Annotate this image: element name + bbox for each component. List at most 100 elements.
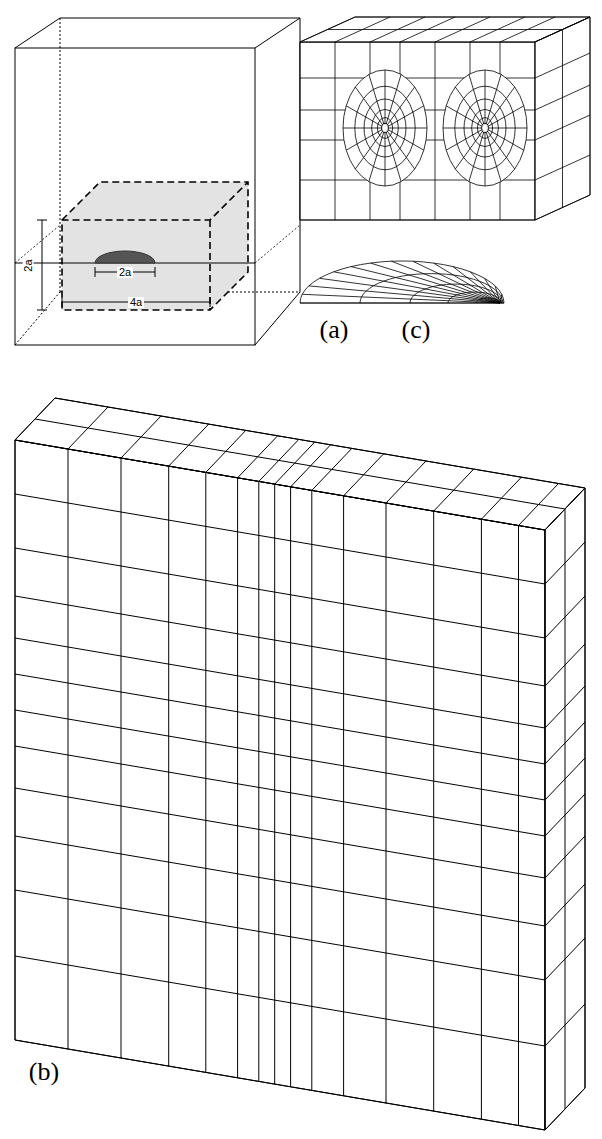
hidden-edge: [15, 292, 60, 345]
mesh-line: [15, 440, 16, 1040]
crack-surface-spoke: [413, 261, 500, 303]
mesh-line: [433, 511, 434, 1111]
refinement-spoke: [488, 128, 527, 129]
mesh-line: [55, 398, 585, 488]
mesh-line: [258, 481, 259, 1081]
mesh-line: [311, 490, 312, 1090]
mesh-line: [290, 487, 291, 1087]
semi-elliptical-crack: [95, 251, 155, 263]
dimension-tick: [155, 267, 156, 277]
dimension-line: [42, 220, 43, 310]
mesh-line: [205, 472, 206, 1072]
submesh-front-face: [300, 42, 535, 220]
crack-surface-spoke: [300, 303, 500, 304]
mesh-line: [300, 42, 301, 220]
mesh-line: [15, 890, 545, 980]
crack-surface-spoke: [470, 272, 500, 303]
refinement-spoke: [385, 132, 386, 186]
refinement-spoke: [485, 132, 486, 186]
crack-surface-spoke: [495, 286, 500, 303]
crack-front-refinement: [343, 70, 427, 186]
dimension-tick: [95, 267, 96, 277]
dimension-label: 4a: [128, 297, 144, 308]
mesh-line: [15, 836, 545, 926]
crack-surface-mesh: [300, 261, 504, 303]
dimension-tick: [37, 220, 47, 221]
refinement-spoke: [485, 70, 486, 124]
mesh-line: [535, 42, 536, 220]
crack-model-sketch: [15, 18, 300, 345]
refinement-spoke: [486, 132, 501, 182]
crack-surface-spoke: [500, 303, 504, 304]
mesh-line: [300, 220, 535, 221]
mesh-line: [335, 42, 336, 220]
global-coarse-mesh: [15, 398, 585, 1130]
dimension-label: 2a: [23, 257, 34, 273]
refinement-spoke: [487, 87, 515, 125]
refinement-spoke: [469, 74, 484, 124]
refinement-spoke: [388, 128, 427, 129]
submodel-outline: [62, 182, 248, 310]
refinement-spoke: [386, 132, 401, 182]
crack-surface-spoke: [334, 272, 500, 303]
crack-surface-spoke: [391, 261, 500, 303]
mesh-line: [545, 530, 546, 1130]
mesh-line: [35, 419, 565, 509]
mesh-line: [15, 494, 545, 584]
refinement-spoke: [346, 130, 382, 151]
mesh-line: [355, 17, 590, 18]
crack-surface-spoke: [371, 263, 501, 303]
mesh-line: [545, 530, 546, 1130]
refinement-spoke: [388, 106, 424, 127]
mesh-line: [121, 458, 122, 1058]
mesh-line: [15, 710, 545, 800]
refinement-spoke: [455, 131, 483, 169]
mesh-side-face: [545, 488, 585, 1130]
submesh-side-face: [535, 17, 590, 220]
outer-box-top: [15, 18, 300, 48]
mesh-line: [518, 526, 519, 1126]
crack-surface-spoke: [453, 267, 500, 303]
mesh-line: [435, 42, 436, 220]
mesh-line: [15, 440, 545, 530]
mesh-line: [237, 478, 238, 1078]
refinement-spoke: [443, 128, 482, 129]
mesh-line: [274, 484, 275, 1084]
mesh-line: [565, 509, 566, 1109]
mesh-line: [481, 519, 482, 1119]
crack-surface-spoke: [351, 267, 500, 303]
crack-plane-line: [255, 225, 300, 263]
mesh-line: [15, 674, 545, 764]
mesh-line: [585, 488, 586, 1088]
refinement-spoke: [343, 128, 382, 129]
refinement-spoke: [446, 130, 482, 151]
mesh-line: [343, 496, 344, 1096]
refined-submodel-mesh: [300, 17, 590, 303]
crack-surface-spoke: [485, 278, 501, 303]
crack-surface-spoke: [500, 294, 502, 303]
mesh-front-face: [15, 440, 545, 1130]
mesh-line: [15, 1040, 545, 1130]
dimension-tick: [62, 297, 63, 307]
mesh-line: [15, 596, 545, 686]
panel-label: (c): [402, 317, 431, 343]
refinement-spoke: [387, 87, 415, 125]
mesh-top-face: [15, 398, 585, 530]
mesh-line: [15, 548, 545, 638]
crack-front-refinement: [443, 70, 527, 186]
mesh-line: [15, 638, 545, 728]
dimension-label: 2a: [117, 267, 133, 278]
mesh-line: [590, 17, 591, 195]
mesh-line: [168, 466, 169, 1066]
outer-box-side: [255, 18, 300, 345]
dimension-tick: [210, 297, 211, 307]
hidden-edge: [60, 18, 61, 292]
mesh-line: [300, 42, 535, 43]
mesh-line: [15, 746, 545, 836]
refinement-spoke: [369, 74, 384, 124]
mesh-line: [386, 503, 387, 1103]
refinement-spoke: [385, 70, 386, 124]
mesh-line: [562, 30, 563, 208]
